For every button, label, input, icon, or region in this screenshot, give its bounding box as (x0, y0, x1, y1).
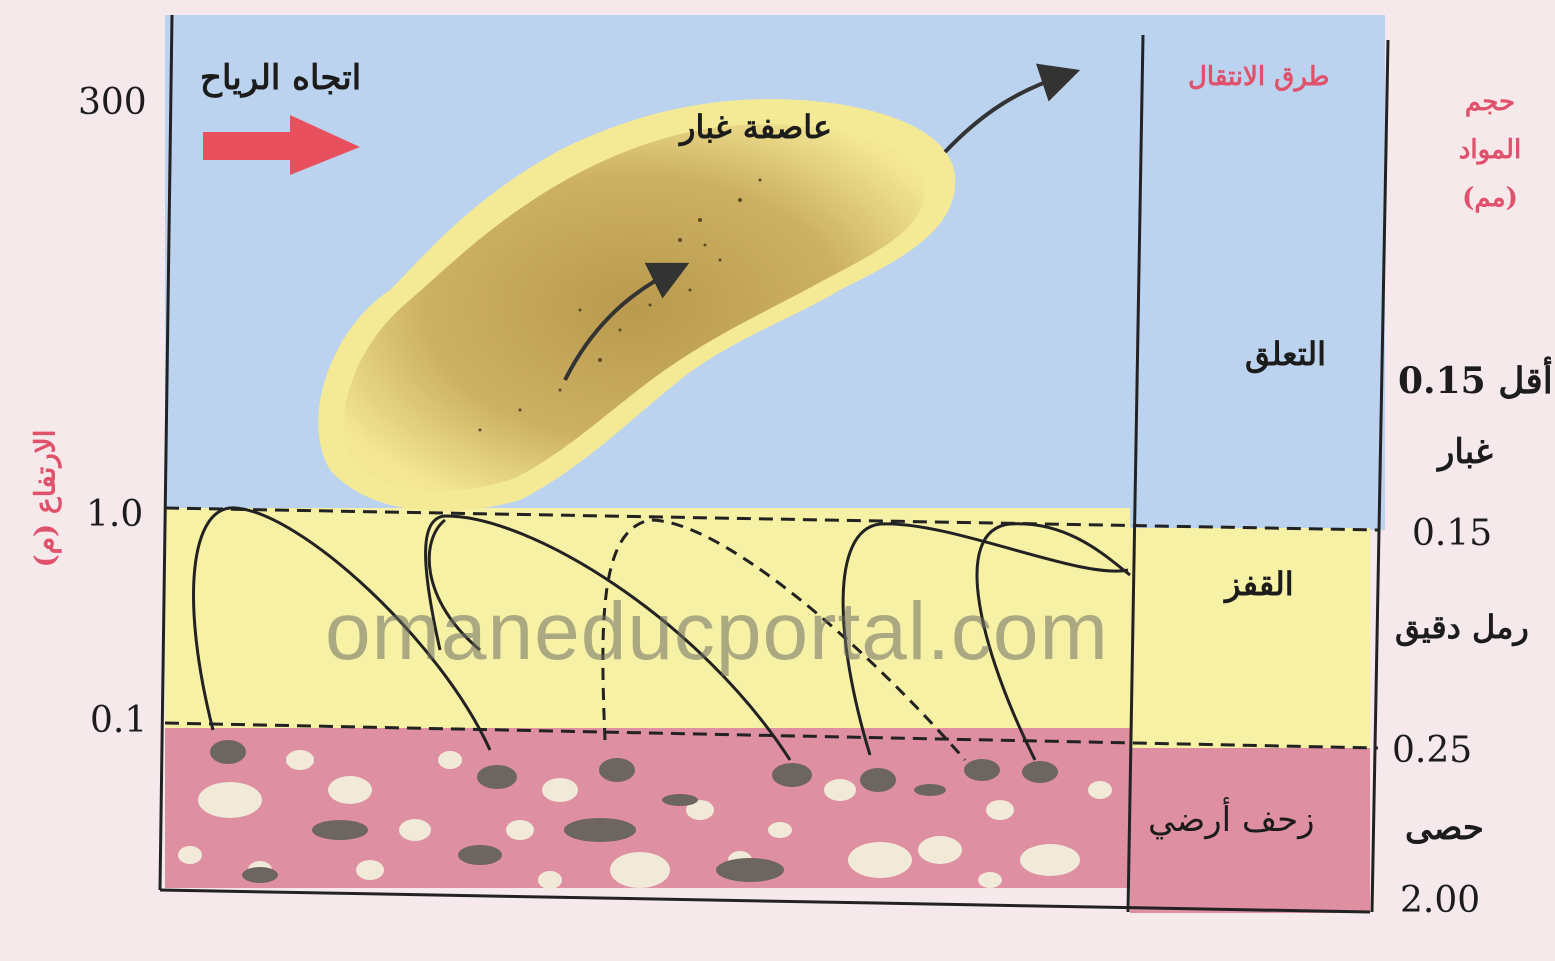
suspension-label: التعلق (1245, 335, 1326, 373)
wind-direction-arrow (203, 115, 360, 175)
boundary-1m (165, 508, 1378, 530)
size-200: 2.00 (1400, 880, 1480, 921)
size-column-divider (1372, 40, 1388, 912)
tick-300: 300 (78, 82, 147, 123)
size-gravel-label: حصى (1405, 808, 1484, 848)
altitude-axis-title: الارتفاع (م) (29, 399, 62, 599)
creep-label: زحف أرضي (1148, 800, 1315, 840)
tick-1-0: 1.0 (86, 494, 143, 535)
dust-storm-label: عاصفة غبار (680, 108, 832, 146)
pebbles (178, 740, 1112, 889)
transport-methods-header: طرق الانتقال (1188, 62, 1329, 92)
tick-0-1: 0.1 (90, 700, 147, 741)
dust-cloud-body (344, 124, 926, 491)
left-axis-line (160, 15, 172, 890)
saltation-label: القفز (1225, 565, 1294, 603)
watermark: omaneducportal.com (325, 585, 1109, 679)
baseline (160, 890, 1370, 912)
column-divider (1128, 35, 1143, 912)
size-dust-label: غبار (1438, 432, 1493, 472)
wind-direction-label: اتجاه الرياح (200, 58, 361, 98)
outflow-arrow (945, 75, 1065, 152)
dust-cloud (318, 99, 955, 511)
size-025: 0.25 (1392, 730, 1472, 771)
size-fine-sand-label: رمل دقيق (1395, 608, 1529, 646)
material-size-header: حجم المواد (مم) (1440, 78, 1540, 222)
size-less-than-015: أقل 0.15 (1398, 360, 1553, 402)
size-015: 0.15 (1412, 513, 1492, 554)
